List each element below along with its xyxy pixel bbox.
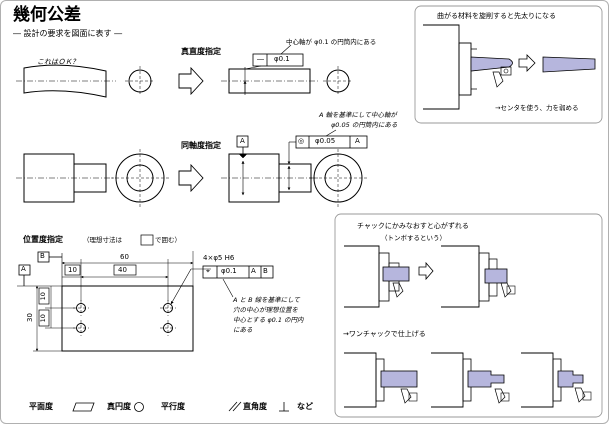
frame-value: φ0.05 bbox=[315, 137, 336, 145]
coaxial-note-1: A 軸を基準にして中心軸が bbox=[319, 111, 397, 119]
position-paren: （理想寸法は bbox=[83, 236, 122, 244]
hole-spec: 4×φ5 H6 bbox=[203, 254, 235, 262]
plate-with-holes-drawing bbox=[61, 285, 194, 352]
lathe-taper-drawing bbox=[423, 24, 596, 110]
straightness-note: 中心軸が φ0.1 の円筒内にある bbox=[286, 38, 377, 46]
dim-10: 10 bbox=[68, 266, 77, 274]
legend-roundness: 真円度 bbox=[107, 402, 131, 411]
arrow-icon bbox=[518, 54, 536, 72]
position-note-2: 穴の中心が理想位置を bbox=[233, 306, 298, 314]
frame-datum: B bbox=[263, 267, 268, 275]
dim-10-vertical: 10 bbox=[38, 292, 47, 301]
arrow-icon bbox=[178, 66, 204, 96]
straightness-label: 真直度指定 bbox=[181, 47, 221, 56]
dim-10-vertical: 10 bbox=[38, 314, 47, 323]
frame-symbol: ― bbox=[257, 55, 264, 63]
one-chuck-finish-drawing bbox=[344, 352, 592, 408]
position-note-1: A と B 線を基準にして bbox=[233, 296, 300, 304]
taper-title: 曲がる材料を旋削すると先太りになる bbox=[437, 12, 556, 20]
position-note-3: 中心とする φ0.1 の円内 bbox=[233, 316, 304, 324]
dim-60: 60 bbox=[120, 253, 129, 261]
position-label: 位置度指定 bbox=[23, 235, 63, 244]
legend-etc: など bbox=[297, 402, 313, 411]
arrow-icon bbox=[418, 261, 434, 281]
chuck-title: チャックにかみなおすと心がずれる bbox=[357, 222, 469, 230]
straight-shaft-drawing bbox=[221, 66, 353, 96]
legend-parallelism: 平行度 bbox=[161, 402, 185, 411]
stepped-shaft-drawing bbox=[16, 149, 169, 207]
bent-shaft-drawing bbox=[16, 64, 155, 98]
taper-note: →センタを使う、力を弱める bbox=[495, 104, 579, 112]
frame-value: φ0.1 bbox=[221, 267, 237, 275]
stepped-shaft-toleranced-drawing bbox=[221, 149, 367, 207]
datum-a-label: A bbox=[240, 137, 245, 145]
datum-a-label: A bbox=[21, 265, 26, 273]
frame-value: φ0.1 bbox=[274, 55, 290, 63]
arrow-icon bbox=[178, 163, 204, 193]
page-subtitle: ― 設計の要求を図面に表す ― bbox=[13, 29, 123, 38]
frame-symbol: ◎ bbox=[298, 137, 305, 145]
frame-symbol: ⌖ bbox=[206, 267, 210, 275]
page-title: 幾何公差 bbox=[13, 5, 81, 25]
frame-datum: A bbox=[355, 137, 360, 145]
legend-perpendicularity: 直角度 bbox=[243, 402, 267, 411]
one-chuck-text: →ワンチャックで仕上げる bbox=[343, 330, 426, 338]
question-text: これはＯＫ？ bbox=[37, 58, 79, 66]
dim-40: 40 bbox=[118, 266, 127, 274]
chuck-subtitle: （トンボするという） bbox=[381, 234, 446, 242]
coaxial-label: 同軸度指定 bbox=[181, 141, 221, 150]
position-paren-end: で囲む） bbox=[155, 236, 181, 244]
legend-flatness: 平面度 bbox=[29, 402, 53, 411]
dim-30: 30 bbox=[25, 313, 34, 322]
frame-datum: A bbox=[251, 267, 256, 275]
datum-b-label: B bbox=[40, 252, 45, 260]
position-note-4: にある bbox=[233, 326, 253, 334]
coaxial-note-2: φ0.05 の円筒内にある bbox=[331, 121, 398, 129]
chuck-misalign-drawing bbox=[344, 245, 516, 308]
